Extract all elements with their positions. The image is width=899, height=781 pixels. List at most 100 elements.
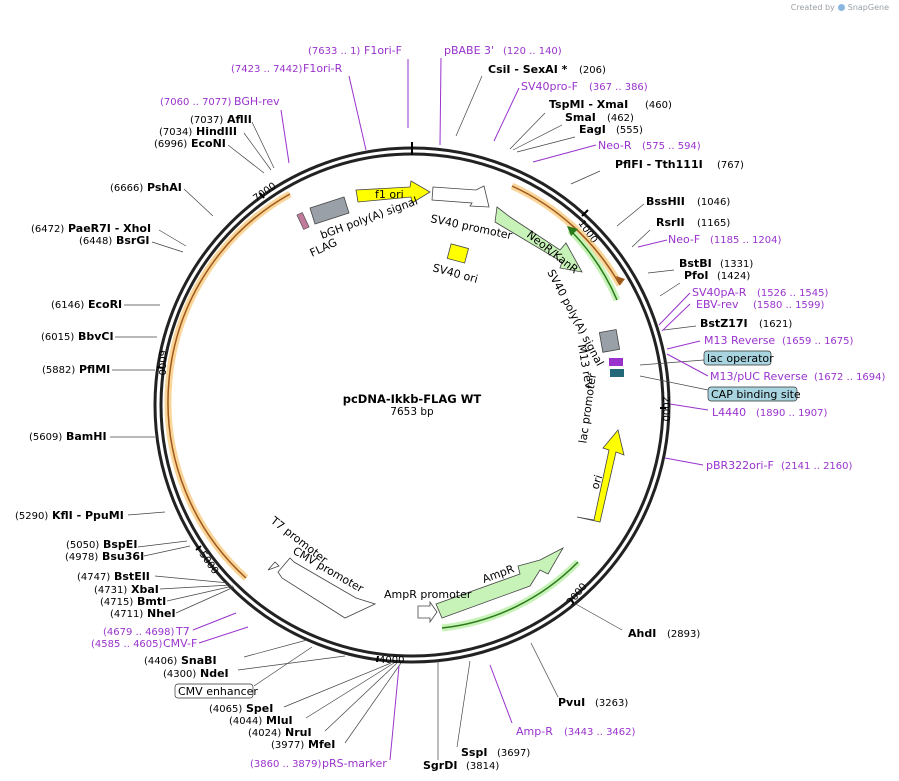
enzyme-name-bsrgi: BsrGI <box>116 234 149 247</box>
primer-pos-pbabe: (120 .. 140) <box>503 46 562 57</box>
tick-7000 <box>259 192 265 199</box>
primer-name-cmv-f: CMV-F <box>163 637 197 650</box>
enzyme-name-smai: SmaI <box>565 111 596 124</box>
enzyme-pos-ahdi: (2893) <box>667 629 700 640</box>
sv40-ori-label: SV40 ori <box>431 261 479 286</box>
snapgene-credit: Created by SnapGene <box>791 3 889 12</box>
enzyme-name-mlui: MluI <box>266 714 293 727</box>
ampr-promoter-label: AmpR promoter <box>384 588 472 601</box>
boxed-feature-labels: lac operator CAP binding site CMV enhanc… <box>174 350 801 699</box>
primer-pos-amp-r: (3443 .. 3462) <box>564 727 636 738</box>
primer-name-ebv-rev: EBV-rev <box>696 298 739 311</box>
enzyme-name-aflii: AflII <box>227 113 252 126</box>
enzyme-pos-snabi: (4406) <box>144 656 177 667</box>
cmv-enhancer-label: CMV enhancer <box>178 685 258 698</box>
enzyme-name-ecori: EcoRI <box>88 298 122 311</box>
enzyme-name-hindiii: HindIII <box>196 125 237 138</box>
t7-promoter-feature <box>267 561 280 571</box>
enzyme-name-tspmi: TspMI - XmaI <box>549 98 628 111</box>
primer-name-neo-r: Neo-R <box>598 139 632 152</box>
sv40-promoter-feature <box>431 185 490 208</box>
snapgene-logo-icon <box>837 4 845 11</box>
enzyme-pos-sspi: (3697) <box>497 748 530 759</box>
enzyme-name-pvui: PvuI <box>558 696 585 709</box>
primer-name-f1ori-r: F1ori-R <box>303 62 343 75</box>
tick-label-2000: 2000 <box>660 396 671 421</box>
primer-pos-prs-marker: (3860 .. 3879) <box>250 759 322 770</box>
lac-operator-label: lac operator <box>707 352 774 365</box>
primer-name-sv40pro-f: SV40pro-F <box>521 80 578 93</box>
primer-labels: F1ori-F (7633 .. 1) F1ori-R (7423 .. 744… <box>91 44 886 770</box>
cmv-promoter-feature <box>277 557 377 619</box>
enzyme-name-nhei: NheI <box>147 607 176 620</box>
tick-label-6000: 6000 <box>156 350 167 375</box>
enzyme-pos-bsteii: (4747) <box>77 572 110 583</box>
enzyme-pos-xbai: (4731) <box>94 585 127 596</box>
primer-name-bgh-rev: BGH-rev <box>234 95 280 108</box>
enzyme-pos-pshai: (6666) <box>110 183 143 194</box>
enzyme-name-sspi: SspI <box>461 746 487 759</box>
tick-6000 <box>156 366 164 369</box>
enzyme-name-pfoi: PfoI <box>684 269 709 282</box>
enzyme-name-bsshii: BssHII <box>646 195 685 208</box>
tick-4000 <box>376 655 379 663</box>
m13-primer-block <box>609 358 623 366</box>
f1-ori-feature <box>355 180 431 204</box>
sv40-ori-feature <box>446 243 469 264</box>
enzyme-name-bsteii: BstEII <box>114 570 150 583</box>
primer-pos-cmv-f: (4585 .. 4605) <box>91 639 163 650</box>
tick-5000 <box>195 545 202 551</box>
enzyme-name-pflmi: PflMI <box>79 363 110 376</box>
enzyme-pos-bbvci: (6015) <box>41 332 74 343</box>
enzyme-pos-hindiii: (7034) <box>159 127 192 138</box>
ori-feature <box>576 429 625 523</box>
cmv-enhancer-box <box>174 683 254 699</box>
enzyme-pos-paer7i: (6472) <box>31 224 64 235</box>
tick-label-4000: 4000 <box>379 655 404 666</box>
enzyme-name-nrui: NruI <box>285 726 312 739</box>
enzyme-pos-kfli: (5290) <box>15 511 48 522</box>
ampr-feature <box>435 547 565 619</box>
enzyme-pos-spei: (4065) <box>209 704 242 715</box>
primer-pos-l4440: (1890 .. 1907) <box>756 408 828 419</box>
enzyme-pos-pfoi: (1424) <box>717 271 750 282</box>
leader-lines <box>110 75 709 760</box>
primer-name-amp-r: Amp-R <box>516 725 553 738</box>
orf-arrowhead-right <box>616 276 625 285</box>
enzyme-pos-nrui: (4024) <box>248 728 281 739</box>
bgh-polya-feature <box>309 196 350 225</box>
enzyme-name-csii: CsiI - SexAI * <box>488 63 568 76</box>
enzyme-pos-mlui: (4044) <box>229 716 262 727</box>
primer-lines <box>192 57 709 761</box>
credit-prefix: Created by <box>790 3 835 12</box>
enzyme-pos-tspmi: (460) <box>645 100 672 111</box>
enzyme-name-econi: EcoNI <box>191 137 226 150</box>
cap-binding-box <box>707 386 798 402</box>
primer-pos-pbr322ori-f: (2141 .. 2160) <box>781 461 853 472</box>
enzyme-pos-aflii: (7037) <box>190 115 223 126</box>
neo-orf-arc-line <box>569 229 618 301</box>
plasmid-size: 7653 bp <box>390 406 434 418</box>
credit-brand: SnapGene <box>847 3 889 12</box>
primer-name-f1ori-f: F1ori-F <box>364 44 402 57</box>
cap-binding-label: CAP binding site <box>711 388 801 401</box>
enzyme-name-xbai: XbaI <box>131 583 159 596</box>
enzyme-name-sgrdi: SgrDI <box>423 759 457 772</box>
primer-name-t7: T7 <box>175 625 190 638</box>
enzyme-pos-smai: (462) <box>607 113 634 124</box>
primer-pos-sv40pro-f: (367 .. 386) <box>589 82 648 93</box>
enzyme-pos-bsu36i: (4978) <box>65 552 98 563</box>
enzyme-pos-bstz17i: (1621) <box>759 319 792 330</box>
enzyme-pos-nhei: (4711) <box>110 609 143 620</box>
enzyme-name-bspei: BspEI <box>103 538 137 551</box>
enzyme-name-eagi: EagI <box>579 123 606 136</box>
enzyme-pos-mfei: (3977) <box>271 740 304 751</box>
plasmid-name: pcDNA-Ikkb-FLAG WT <box>343 392 482 406</box>
enzyme-labels: CsiI - SexAI * (206) TspMI - XmaI (460) … <box>15 63 792 772</box>
primer-pos-f1ori-f: (7633 .. 1) <box>308 46 360 57</box>
enzyme-name-bbvci: BbvCI <box>78 330 114 343</box>
primer-pos-t7: (4679 .. 4698) <box>103 627 175 638</box>
enzyme-pos-ecori: (6146) <box>51 300 84 311</box>
sv40-polya-label: SV40 poly(A) signal <box>544 267 606 368</box>
enzyme-pos-sgrdi: (3814) <box>466 761 499 772</box>
